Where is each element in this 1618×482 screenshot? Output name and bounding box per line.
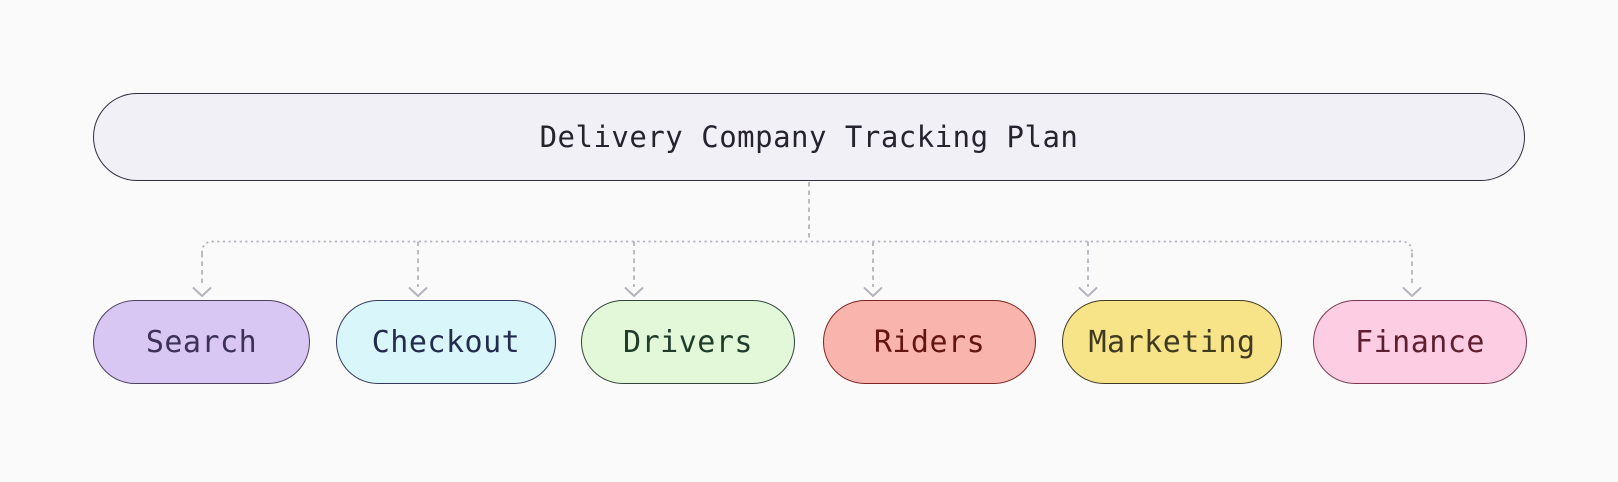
node-riders[interactable]: Riders [823, 300, 1036, 384]
node-drivers-label: Drivers [623, 324, 753, 360]
node-search[interactable]: Search [93, 300, 310, 384]
arrowhead-icon [408, 287, 428, 297]
node-marketing[interactable]: Marketing [1062, 300, 1282, 384]
node-search-label: Search [145, 324, 258, 360]
node-marketing-label: Marketing [1088, 324, 1256, 360]
arrowhead-icon [1078, 287, 1098, 297]
root-node-label: Delivery Company Tracking Plan [539, 120, 1079, 154]
node-drivers[interactable]: Drivers [581, 300, 795, 384]
node-riders-label: Riders [873, 324, 986, 360]
root-node[interactable]: Delivery Company Tracking Plan [93, 93, 1525, 181]
node-finance-label: Finance [1355, 324, 1485, 360]
arrowhead-icon [863, 287, 883, 297]
node-finance[interactable]: Finance [1313, 300, 1527, 384]
node-checkout[interactable]: Checkout [336, 300, 556, 384]
arrowhead-icon [624, 287, 644, 297]
arrowhead-icon [192, 287, 212, 297]
connector-bus [201, 240, 1413, 254]
arrowhead-icon [1402, 287, 1422, 297]
node-checkout-label: Checkout [371, 324, 521, 360]
